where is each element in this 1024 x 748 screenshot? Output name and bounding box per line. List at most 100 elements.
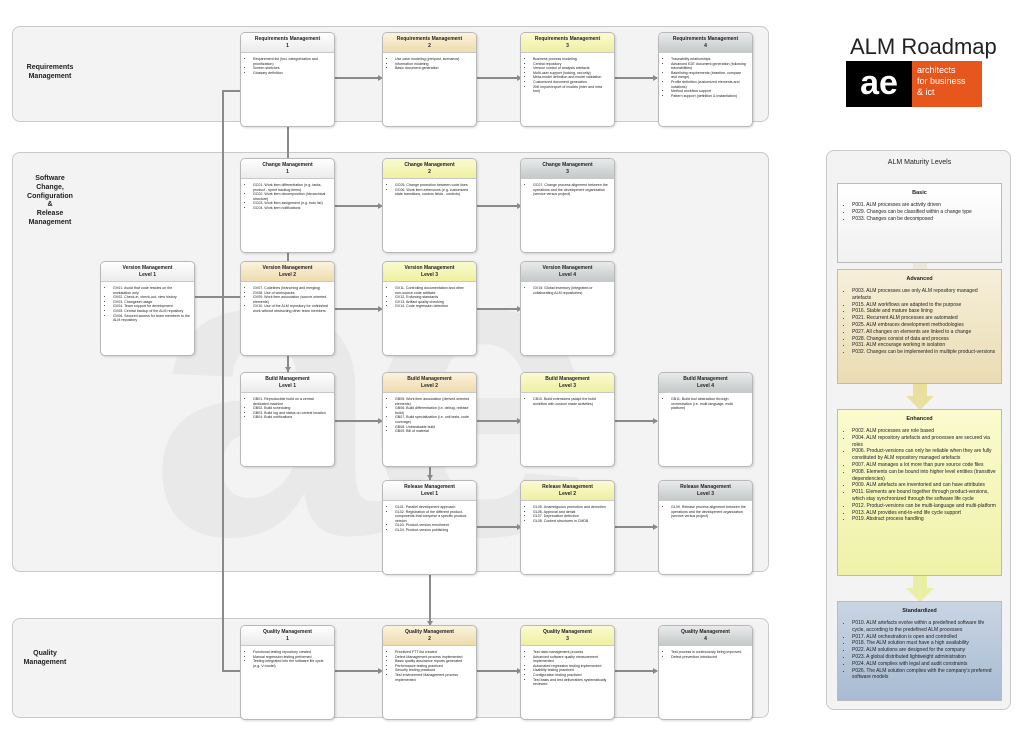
arrow-down (285, 367, 291, 372)
list-item: Test data management process (533, 650, 610, 655)
watermark-logo: ae (150, 155, 597, 624)
arrow-right (653, 75, 658, 81)
list-item: Traceability relationships (671, 57, 748, 62)
list-item: P018. The ALM solution must have a high … (852, 640, 997, 647)
list-item: Performance testing practiced (395, 664, 472, 669)
arrow-down (427, 475, 433, 480)
list-item: P024. ALM complies with legal and audit … (852, 661, 997, 668)
arrow-right (378, 668, 383, 674)
arrow-line (477, 77, 521, 79)
list-item: GL07. Deprecation detection (533, 514, 610, 519)
list-item: GC06. Work item extensions (e.g. customi… (395, 188, 472, 197)
list-item: GV11. Controlling documentation and othe… (395, 286, 472, 295)
connector-rel-to-qa (429, 575, 431, 625)
list-item: GV09. Work item association (source orie… (253, 295, 330, 304)
list-item: GB05. Work item association (derived ori… (395, 397, 472, 406)
connector-ver1 (195, 296, 240, 298)
maturity-standardized: Standardized P010. ALM artefacts evolve … (837, 601, 1002, 701)
arrow-line (615, 526, 657, 528)
list-item: GL05. Unambiguous promotion and demotion (533, 505, 610, 510)
maturity-advanced: Advanced P003. ALM processes use only AL… (837, 269, 1002, 384)
list-item: GV13. Artifact quality checking (395, 300, 472, 305)
list-item: Security testing practiced (395, 668, 472, 673)
arrow-stem (913, 384, 927, 398)
list-item: P006. Product-versions can only be relia… (852, 448, 997, 462)
list-item: Test environment Management process impl… (395, 673, 472, 682)
list-item: GL03. Product-version enrollment (395, 523, 472, 528)
arrow-stem (913, 576, 927, 590)
list-item: GV07. Codelines (branching and merging) (253, 286, 330, 291)
item-list: Traceability relationshipsAdvanced E2E d… (659, 53, 752, 98)
arrow-line (335, 205, 381, 207)
list-item: Version control of analysis artefacts (533, 66, 610, 71)
box-req3: Requirements Management3Business process… (520, 32, 615, 127)
connector-qa-stub (222, 670, 240, 672)
list-item: Multi-user support (locking, security) (533, 71, 610, 76)
connector-chg-to-req (287, 122, 289, 158)
list-item: GB04. Build notifications (253, 415, 330, 420)
maturity-enhanced: Enhanced P002. ALM processes are role ba… (837, 409, 1002, 576)
row-label-quality: Quality Management (23, 650, 67, 666)
box-chg1: Change Management1GC01. Work item differ… (240, 158, 335, 253)
item-list: GL09. Release process alignment between … (659, 501, 752, 519)
arrow-line (335, 308, 381, 310)
item-list: P010. ALM artefacts evolve within a pred… (838, 618, 1001, 681)
arrow-right (517, 668, 522, 674)
arrow-stem (913, 263, 927, 273)
list-item: P021. Recurrent ALM processes are automa… (852, 315, 997, 322)
list-item: Advanced software quality measurement im… (533, 655, 610, 664)
list-item: P001. ALM processes are activity driven (852, 202, 997, 209)
list-item: GL09. Release process alignment between … (671, 505, 748, 519)
arrow-line (335, 420, 381, 422)
list-item: Method workflow support (671, 89, 748, 94)
maturity-panel: ALM Maturity Levels Basic P001. ALM proc… (826, 150, 1011, 710)
list-item: Configuration testing practiced (533, 673, 610, 678)
box-qa3: Quality Management3Test data management … (520, 625, 615, 720)
list-item: GV12. Enforcing standards (395, 295, 472, 300)
connector-req-stub (222, 90, 240, 92)
box-qa2: Quality Management2Prioritized FTT list … (382, 625, 477, 720)
list-item: P027. All changes on elements are linked… (852, 329, 997, 336)
item-list: GV11. Controlling documentation and othe… (383, 282, 476, 309)
list-item: P015. ALM workflows are adapted to the p… (852, 302, 997, 309)
item-list: Prioritized FTT list createdDefect Manag… (383, 646, 476, 682)
item-list: GC07. Change process alignment between t… (521, 179, 614, 197)
list-item: GC02. Work item decomposition (hierarchi… (253, 192, 330, 201)
list-item: Advanced E2E document generation (follow… (671, 62, 748, 71)
list-item: P019. Abstract process handling (852, 516, 997, 523)
list-item: P022. ALM solutions are designed for the… (852, 647, 997, 654)
arrow-right (517, 203, 522, 209)
list-item: GB08. Unbreakable build (395, 425, 472, 430)
list-item: Meta-model definition and model validati… (533, 75, 610, 80)
connector-col2-down (429, 466, 431, 480)
list-item: P012. Product-versions can be multi-lang… (852, 503, 997, 510)
list-item: GC01. Work item differentiation (e.g. ta… (253, 183, 330, 192)
list-item: Defect Management process implemented (395, 655, 472, 660)
item-list: GB05. Work item association (derived ori… (383, 393, 476, 434)
list-item: Glossary definition (253, 71, 330, 76)
list-item: P004. ALM repository artefacts and proce… (852, 435, 997, 449)
list-item: P003. ALM processes use only ALM reposit… (852, 288, 997, 302)
list-item: GV05. Central backup of the ALM reposito… (113, 309, 190, 314)
arrow-right (517, 418, 522, 424)
list-item: Testing integrated into the software lif… (253, 659, 330, 668)
list-item: GB11. Build tool abstraction through orc… (671, 397, 748, 411)
list-item: P033. Changes can be decomposed (852, 216, 997, 223)
list-item: P007. ALM manages a lot more than pure s… (852, 462, 997, 469)
list-item: Basic document generation (395, 66, 472, 71)
arrow-line (615, 77, 657, 79)
list-item: GB03. Build log and status on central lo… (253, 411, 330, 416)
list-item: GB02. Build scheduling (253, 406, 330, 411)
arrow-right (378, 203, 383, 209)
page-title: ALM Roadmap (850, 34, 997, 59)
list-item: Pattern support (definition & instantiat… (671, 94, 748, 99)
maturity-title: ALM Maturity Levels (887, 159, 952, 166)
